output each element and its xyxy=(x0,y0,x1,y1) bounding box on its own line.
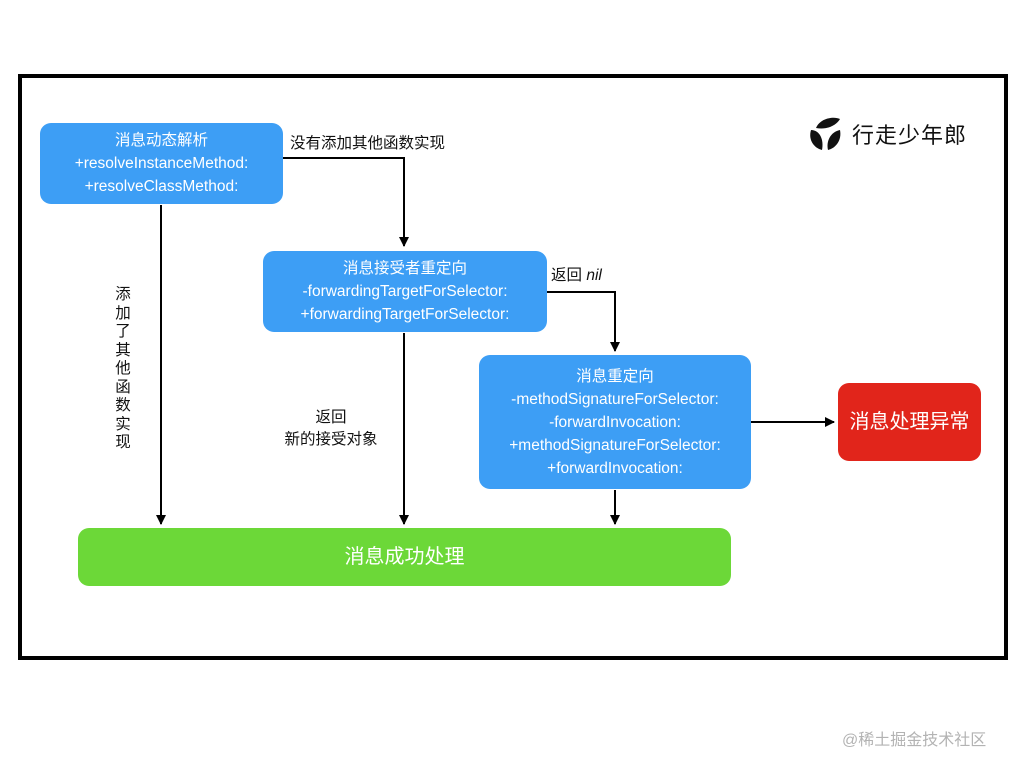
return-new-receiver-line1: 返回 xyxy=(315,409,347,426)
edge-label-return-nil: 返回 nil xyxy=(551,265,602,287)
node-method: +methodSignatureForSelector: xyxy=(509,436,721,454)
node-title: 消息重定向 xyxy=(576,367,654,385)
edge-label-no-impl-added: 没有添加其他函数实现 xyxy=(290,135,446,152)
node-title: 消息处理异常 xyxy=(849,410,970,433)
return-nil-prefix: 返回 xyxy=(551,267,583,284)
node-title: 消息接受者重定向 xyxy=(342,260,467,277)
node-method: -methodSignatureForSelector: xyxy=(511,390,719,408)
node-message-redirect: 消息重定向 -methodSignatureForSelector: -forw… xyxy=(479,355,751,489)
node-dynamic-resolution: 消息动态解析 +resolveInstanceMethod: +resolveC… xyxy=(40,123,283,204)
node-method: +forwardingTargetForSelector: xyxy=(300,306,510,323)
node-receiver-redirect: 消息接受者重定向 -forwardingTargetForSelector: +… xyxy=(263,251,547,332)
node-method: +resolveInstanceMethod: xyxy=(74,155,249,172)
node-exception: 消息处理异常 xyxy=(838,383,981,461)
edge-label-impl-added: 添加了其他函数实现 xyxy=(115,286,131,451)
node-title: 消息动态解析 xyxy=(114,132,208,149)
leaves-icon xyxy=(810,117,841,150)
return-nil-value: nil xyxy=(586,267,602,284)
node-method: -forwardInvocation: xyxy=(549,413,681,431)
edge-forwarding-target-to-message-redirect xyxy=(547,291,620,352)
edge-resolve-to-forwarding-target xyxy=(283,157,409,247)
edge-label-return-new-receiver: 返回 新的接受对象 xyxy=(272,407,390,451)
node-method: -forwardingTargetForSelector: xyxy=(302,283,508,300)
node-title: 消息成功处理 xyxy=(344,545,465,568)
brand-logo: 行走少年郎 xyxy=(806,116,967,152)
node-method: +resolveClassMethod: xyxy=(84,178,239,195)
brand-name: 行走少年郎 xyxy=(852,123,968,148)
node-success: 消息成功处理 xyxy=(78,528,731,586)
node-method: +forwardInvocation: xyxy=(547,459,683,477)
return-new-receiver-line2: 新的接受对象 xyxy=(284,431,378,448)
watermark: @稀土掘金技术社区 xyxy=(842,732,987,749)
